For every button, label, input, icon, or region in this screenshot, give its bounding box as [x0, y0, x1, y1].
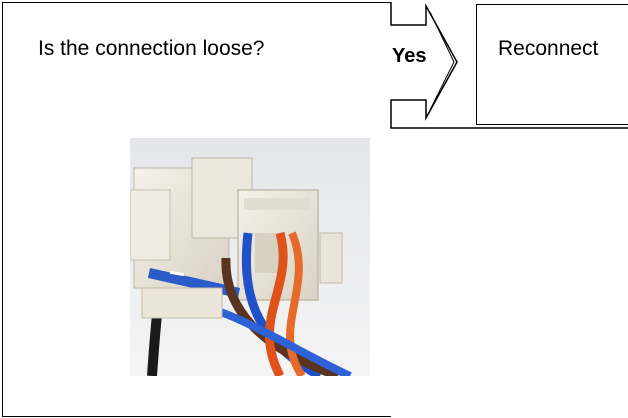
- action-text: Reconnect: [498, 37, 599, 60]
- action-box: [476, 4, 628, 125]
- question-box: [2, 2, 391, 417]
- question-text: Is the connection loose?: [38, 37, 265, 60]
- yes-label: Yes: [392, 45, 427, 67]
- connector-photo-drawing: [130, 138, 370, 376]
- connector-photo: [130, 138, 370, 376]
